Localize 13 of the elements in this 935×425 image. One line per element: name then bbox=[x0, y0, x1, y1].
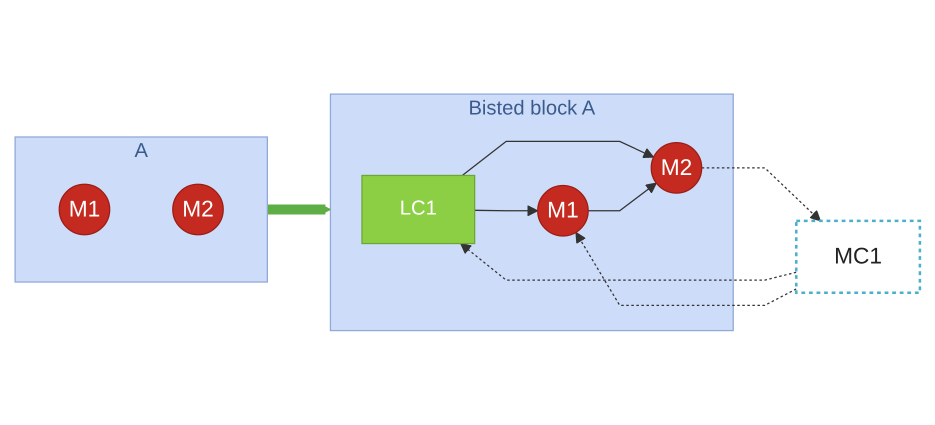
arrow bbox=[462, 140, 654, 176]
node-circle: M2 bbox=[172, 184, 224, 236]
arrow bbox=[588, 182, 657, 212]
node-circle: M2 bbox=[650, 142, 702, 194]
node-box: LC1 bbox=[361, 174, 476, 244]
arrow bbox=[575, 232, 797, 306]
arrow bbox=[460, 243, 796, 281]
arrow bbox=[267, 204, 331, 216]
node-box: MC1 bbox=[795, 220, 922, 294]
node-circle: M1 bbox=[537, 185, 589, 237]
arrow bbox=[702, 167, 821, 222]
node-circle: M1 bbox=[58, 184, 110, 236]
arrow bbox=[474, 205, 538, 216]
